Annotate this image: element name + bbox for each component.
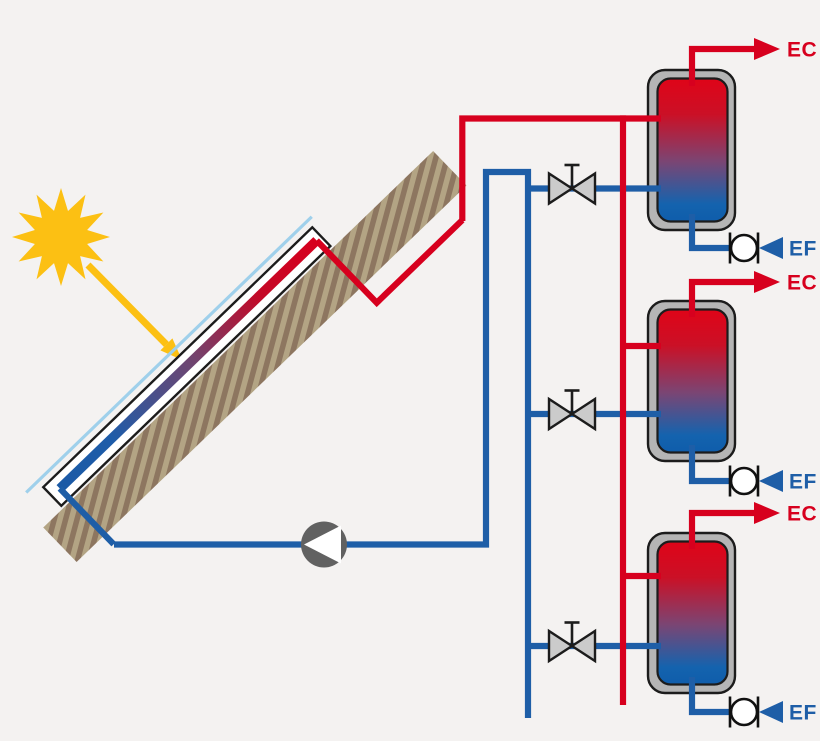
cold-water-inlet-3: EF xyxy=(728,696,817,728)
hot-water-outlet-1: EC xyxy=(754,38,817,62)
hot-supply-pipe xyxy=(459,115,661,221)
cold-water-inlet-2: EF xyxy=(728,465,817,497)
hot-water-outlet-2: EC xyxy=(754,271,817,295)
sun-ray-arrowhead xyxy=(160,338,182,360)
tank-outlet-pipe-1 xyxy=(688,45,755,86)
storage-tank-2 xyxy=(646,299,737,463)
absorber-tube xyxy=(56,237,320,492)
ef-arrow-icon xyxy=(759,701,783,723)
hot-pipe-network xyxy=(459,45,755,705)
valve-right-wing xyxy=(569,171,597,206)
tank-water-gradient xyxy=(656,77,729,223)
ef-label: EF xyxy=(789,238,817,261)
check-valve-icon xyxy=(729,466,759,496)
glass-cover xyxy=(25,215,313,494)
valve-left-wing xyxy=(547,171,575,206)
storage-tank-1 xyxy=(646,68,737,232)
valve-right-wing xyxy=(569,396,597,432)
sun-icon xyxy=(12,188,110,286)
ec-arrow-icon xyxy=(754,502,780,524)
roof-band xyxy=(43,150,467,562)
ec-label: EC xyxy=(787,272,817,295)
shutoff-valve-3 xyxy=(547,621,597,664)
collector-outlet-pipe xyxy=(314,217,465,308)
tank-inlet-pipe-1 xyxy=(688,214,730,252)
sun-ray-arrow xyxy=(85,262,182,360)
collector-return-pipe xyxy=(57,486,116,547)
ec-arrow-icon xyxy=(754,271,780,293)
solar-collector xyxy=(25,150,467,562)
ef-label: EF xyxy=(789,702,817,725)
ef-label: EF xyxy=(789,471,817,494)
shutoff-valve-2 xyxy=(547,389,597,432)
tank-water-gradient xyxy=(656,540,729,686)
ef-arrow-icon xyxy=(759,470,783,492)
tank-outlet-pipe-2 xyxy=(688,278,755,317)
check-valve-icon xyxy=(729,233,759,263)
ef-arrow-icon xyxy=(759,237,783,259)
ec-label: EC xyxy=(787,503,817,526)
cold-water-inlet-1: EF xyxy=(728,232,817,264)
tank-water-gradient xyxy=(656,308,729,454)
tank-inlet-pipe-2 xyxy=(688,445,730,485)
tank-outlet-pipe-3 xyxy=(688,509,755,549)
sun-star xyxy=(12,188,110,286)
ec-arrow-icon xyxy=(754,38,780,60)
circulation-pump-icon xyxy=(301,521,347,568)
shutoff-valve-1 xyxy=(547,163,597,206)
ec-label: EC xyxy=(787,39,817,62)
storage-tank-3 xyxy=(646,531,737,695)
cold-main-pipe xyxy=(114,168,532,718)
valve-right-wing xyxy=(569,628,597,664)
hot-water-outlet-3: EC xyxy=(754,502,817,526)
valve-left-wing xyxy=(547,628,575,664)
pump-rotor xyxy=(304,525,341,564)
check-valve-icon xyxy=(729,697,759,727)
valve-left-wing xyxy=(547,396,575,432)
tank-inlet-pipe-3 xyxy=(688,677,730,716)
